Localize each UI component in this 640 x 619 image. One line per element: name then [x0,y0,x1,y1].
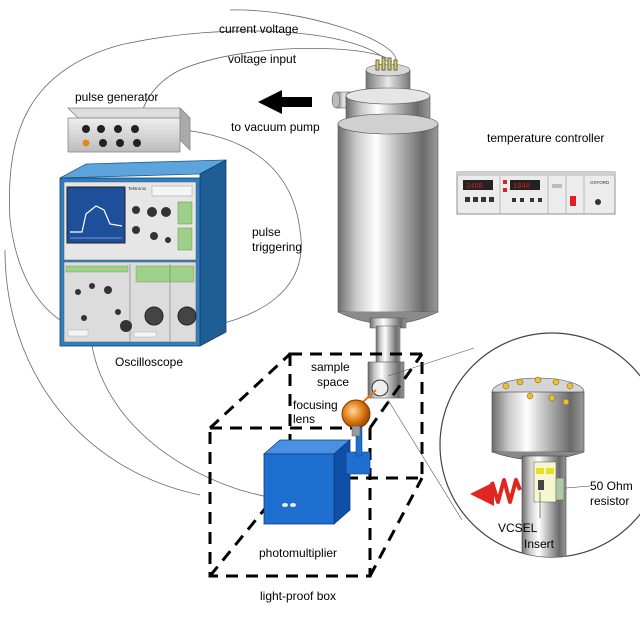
indicator-light-icon [82,139,90,147]
connector-icon [99,139,107,147]
insert-detail [439,332,640,558]
label-insert: Insert [524,537,555,551]
outer-cable [4,249,201,496]
connector-icon [82,125,90,133]
connector-icon [114,125,122,133]
connector-icon [131,125,139,133]
trace-icon [70,205,123,233]
cables [4,9,397,498]
large-knob-icon [177,306,197,326]
label-50-ohm: 50 Ohm [590,479,633,493]
label-vcsel: VCSEL [498,521,538,535]
label-oscilloscope: Oscilloscope [115,355,184,369]
knob-icon [89,283,95,289]
knob-icon [120,320,132,332]
switch-icon [570,196,576,206]
label-current-voltage: current voltage [219,22,299,36]
svg-text:2450: 2450 [466,183,483,191]
label-to-vacuum-pump: to vacuum pump [231,120,320,134]
knob-icon [150,232,158,240]
focusing-lens [341,389,377,437]
knob-icon [161,207,171,217]
scope-brand: Tektronix [128,186,147,191]
knob-icon [165,237,171,243]
label-temperature-controller: temperature controller [487,131,605,145]
pulse-trigger-cable [109,127,302,331]
cryostat [331,57,439,399]
label-light-proof-box: light-proof box [260,589,337,603]
knob-icon [115,309,121,315]
temperature-controller: 2450 1840 OXFORD [456,171,616,215]
label-focusing: focusing [293,398,338,412]
connector-icon [133,139,141,147]
connector-icon [116,139,124,147]
knob-icon [132,206,140,214]
knob-icon [595,199,601,205]
label-lens: lens [293,412,316,426]
label-triggering: triggering [252,240,303,254]
top-cable [229,9,397,63]
pmt-signal-cable [89,329,269,498]
emission-wave-icon [490,478,522,504]
svg-text:1840: 1840 [513,183,530,191]
label-photomultiplier: photomultiplier [259,546,338,560]
large-knob-icon [144,306,164,326]
knob-icon [132,226,140,234]
photomultiplier [262,419,371,525]
knob-icon [81,315,87,321]
label-space: space [317,375,350,389]
connector-icon [97,125,105,133]
label-pulse: pulse [252,225,281,239]
label-pulse-generator: pulse generator [75,90,159,104]
emission-arrow-icon [470,482,494,506]
controller-brand: OXFORD [590,180,610,185]
label-resistor: resistor [590,494,630,508]
knob-icon [75,289,81,295]
vacuum-arrow [258,90,312,114]
oscilloscope-screen [66,186,126,244]
knob-icon [104,286,112,294]
display-icon [463,180,493,190]
knob-icon [147,207,157,217]
window-icon [371,379,389,397]
zoom-lines [387,347,475,521]
current-voltage-cable [9,30,389,336]
oscilloscope: Tektronix [59,159,227,347]
pulse-generator [67,107,191,153]
resistor-icon [555,477,565,501]
label-sample: sample [311,360,350,374]
label-voltage-input: voltage input [228,52,297,66]
display-icon [510,180,540,190]
voltage-input-cable [139,47,393,126]
